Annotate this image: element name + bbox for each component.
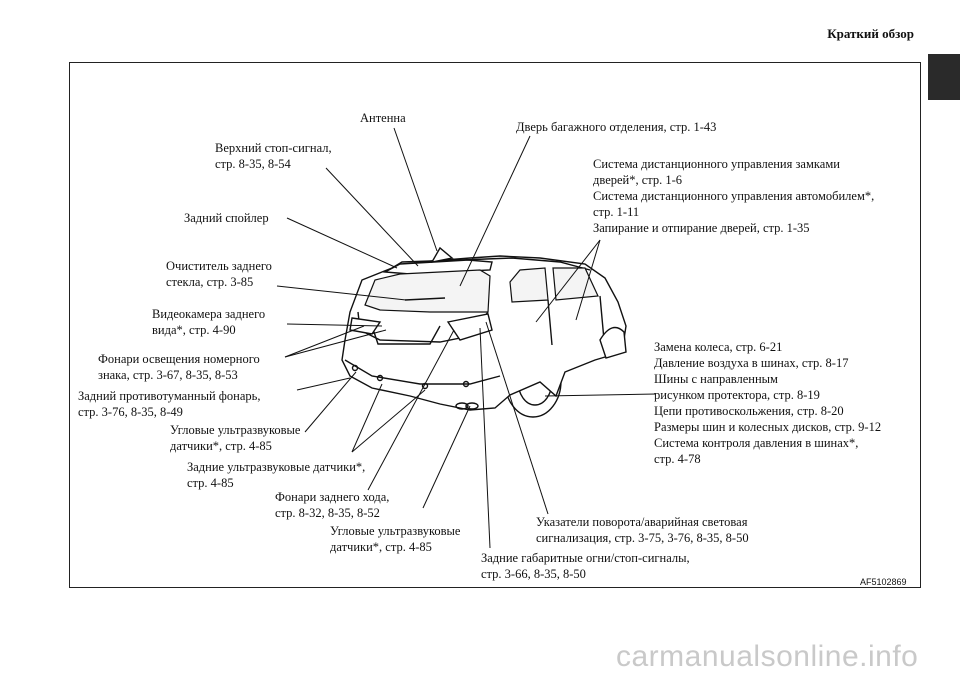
- label-spoiler: Задний спойлер: [184, 211, 269, 225]
- figure-frame: [69, 62, 921, 588]
- label-reverse-lights: Фонари заднего хода, стр. 8-32, 8-35, 8-…: [275, 490, 390, 520]
- label-tailgate: Дверь багажного отделения, стр. 1-43: [516, 120, 717, 134]
- label-turn-signals: Указатели поворота/аварийная световая си…: [536, 515, 749, 545]
- label-corner-sensors-right: Угловые ультразвуковые датчики*, стр. 4-…: [330, 524, 461, 554]
- label-wiper: Очиститель заднего стекла, стр. 3-85: [166, 259, 272, 289]
- label-wheels: Замена колеса, стр. 6-21 Давление воздух…: [654, 340, 882, 466]
- label-antenna: Антенна: [360, 111, 406, 125]
- label-corner-sensors-left: Угловые ультразвуковые датчики*, стр. 4-…: [170, 423, 301, 453]
- label-tail-lights: Задние габаритные огни/стоп-сигналы, стр…: [481, 551, 690, 581]
- chapter-tab: [928, 54, 960, 100]
- leader-lines: [276, 127, 657, 549]
- label-plate-lights: Фонари освещения номерного знака, стр. 3…: [98, 352, 260, 382]
- label-brake-light: Верхний стоп-сигнал, стр. 8-35, 8-54: [215, 141, 332, 171]
- page-header-title: Краткий обзор: [827, 26, 914, 41]
- label-camera: Видеокамера заднего вида*, стр. 4-90: [152, 307, 266, 337]
- figure-code: AF5102869: [860, 577, 907, 587]
- car-illustration: [341, 246, 627, 418]
- label-fog-light: Задний противотуманный фонарь, стр. 3-76…: [78, 389, 261, 419]
- label-rear-sensors: Задние ультразвуковые датчики*, стр. 4-8…: [187, 460, 366, 490]
- label-keyless: Система дистанционного управления замкам…: [593, 157, 875, 235]
- watermark: carmanualsonline.info: [616, 640, 919, 673]
